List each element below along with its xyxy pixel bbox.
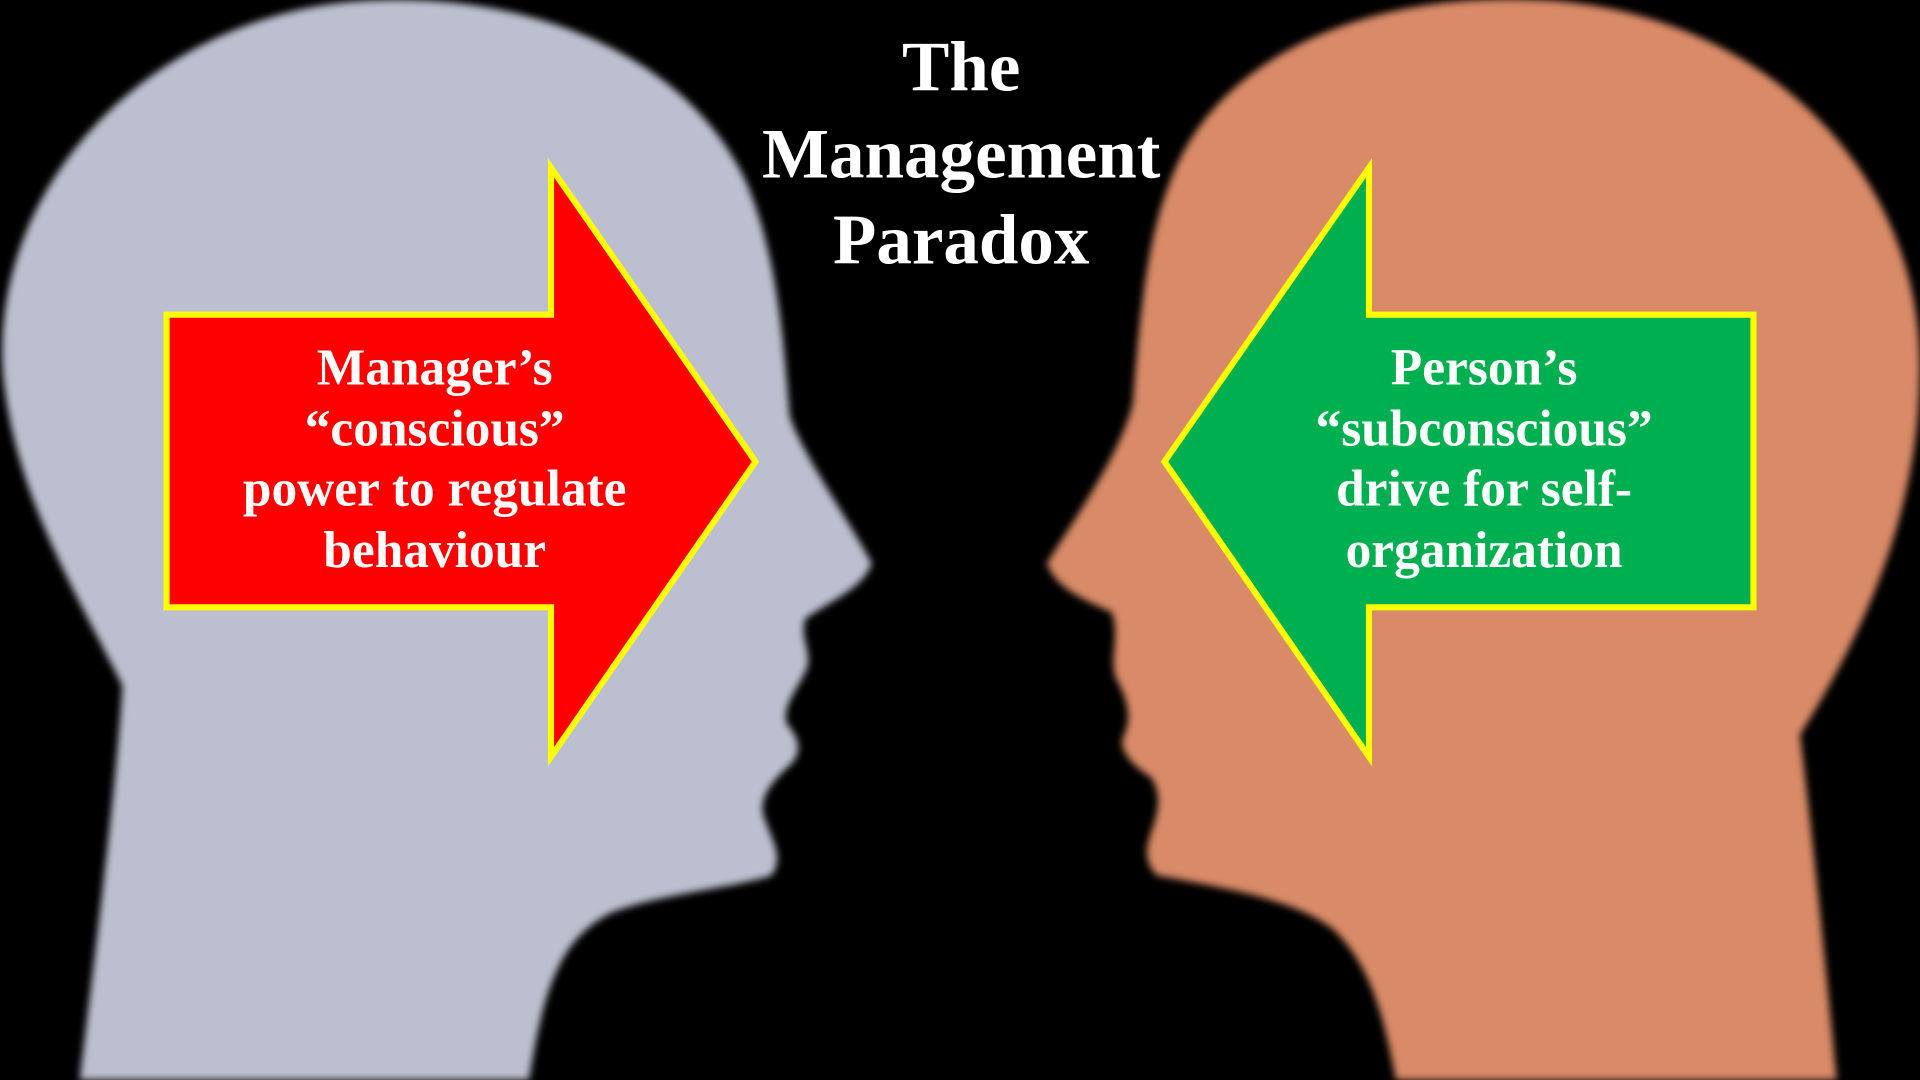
title-line-2: Management [762, 116, 1161, 194]
title: The Management Paradox [762, 29, 1161, 280]
manager-arrow-text: Manager’s “conscious” power to regulate … [243, 339, 627, 578]
person-arrow-line-2: “subconscious” [1316, 401, 1653, 458]
manager-power-arrow [163, 157, 760, 767]
manager-arrow-line-4: behaviour [323, 522, 546, 579]
manager-arrow-line-3: power to regulate [243, 461, 627, 518]
person-arrow-line-1: Person’s [1391, 339, 1578, 396]
person-arrow-line-3: drive for self- [1336, 461, 1632, 518]
person-arrow-line-4: organization [1346, 522, 1623, 579]
manager-arrow-line-1: Manager’s [317, 339, 553, 396]
person-arrow-text: Person’s “subconscious” drive for self- … [1316, 339, 1653, 578]
manager-arrow-line-2: “conscious” [305, 401, 565, 458]
title-line-1: The [902, 29, 1020, 107]
title-line-3: Paradox [833, 201, 1090, 279]
person-drive-arrow [1160, 157, 1757, 767]
